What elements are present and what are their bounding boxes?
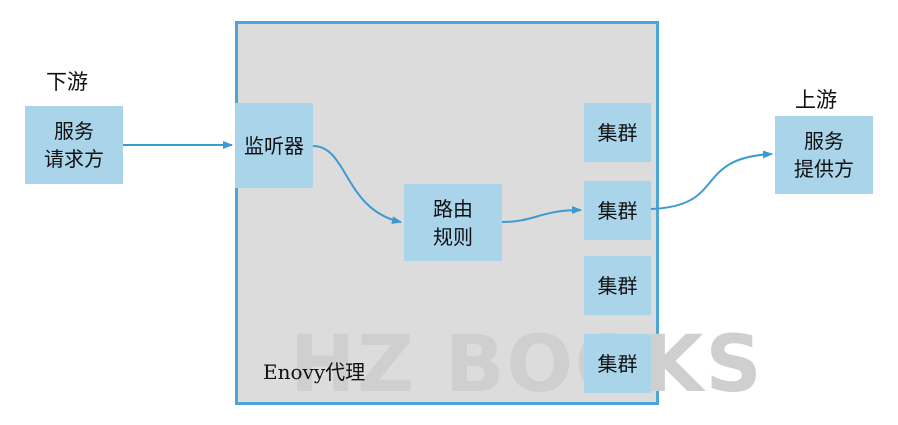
cluster-label-4: 集群 (597, 351, 638, 376)
service-provider-line2: 提供方 (794, 157, 854, 181)
proxy-name-label: Enovy代理 (263, 360, 366, 384)
service-requester-box: 服务 请求方 (25, 106, 123, 184)
cluster-label-2: 集群 (597, 198, 638, 223)
cluster-box-3: 集群 (584, 256, 651, 315)
cluster-label-1: 集群 (597, 120, 638, 145)
routing-rules-line2: 规则 (433, 224, 473, 249)
downstream-heading: 下游 (46, 70, 88, 94)
listener-label: 监听器 (244, 133, 304, 158)
cluster-label-3: 集群 (597, 273, 638, 298)
service-requester-line2: 请求方 (44, 147, 104, 171)
watermark: HZ BOOKS (290, 320, 764, 410)
routing-rules-line1: 路由 (433, 196, 473, 221)
listener-box: 监听器 (235, 103, 313, 188)
service-provider-box: 服务 提供方 (775, 116, 873, 194)
service-provider-line1: 服务 (804, 129, 844, 153)
cluster-box-4: 集群 (584, 334, 651, 393)
upstream-heading: 上游 (795, 88, 837, 112)
routing-rules-box: 路由 规则 (404, 184, 502, 261)
arrow-listener-to-routing (312, 145, 402, 225)
cluster-box-1: 集群 (584, 103, 651, 162)
cluster-box-2: 集群 (584, 181, 651, 240)
arrow-routing-to-cluster (501, 206, 582, 223)
service-requester-line1: 服务 (54, 119, 94, 143)
arrow-cluster-to-provider (650, 150, 773, 210)
